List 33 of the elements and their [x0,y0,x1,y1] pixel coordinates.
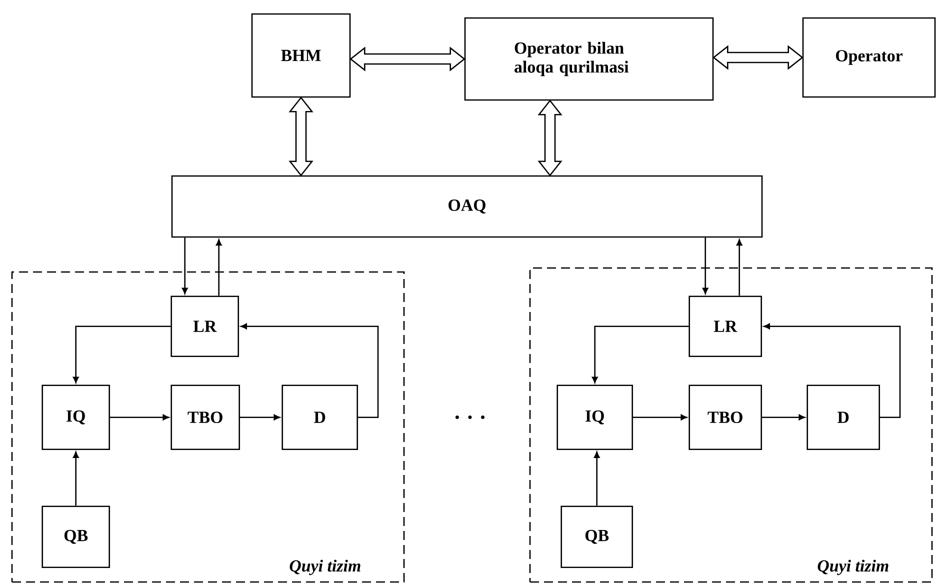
arrow [702,238,708,294]
arrow [240,323,379,418]
subsystem-frame [11,271,405,583]
process-box: IQ [42,384,110,450]
arrow [633,414,688,420]
arrow [110,414,170,420]
ellipsis: · · · [455,415,485,420]
process-box: TBO [688,384,762,450]
process-box: IQ [556,384,633,450]
arrow [72,326,171,384]
arrow [762,414,806,420]
process-box: D [282,384,358,450]
arrow [182,238,188,294]
process-box: TBO [170,384,240,450]
process-box: LR [688,296,762,357]
process-box: D [806,384,880,450]
subsystem-frame [529,267,933,583]
arrow [240,414,280,420]
arrow [594,452,600,506]
arrow [592,326,689,384]
frame-caption: Quyi tizim [818,560,888,576]
process-box: LR [170,296,239,357]
frame-caption: Quyi tizim [290,560,360,576]
process-box: QB [42,506,110,568]
process-box: QB [560,506,633,568]
arrow [216,239,222,296]
arrow [72,452,79,506]
arrow [764,323,901,418]
process-box: Operator bilan aloqa qurilmasi [464,17,714,101]
process-box: Operator [802,17,936,98]
process-box: BHM [251,13,351,98]
arrow [736,239,742,296]
process-box: OAQ [171,175,763,238]
